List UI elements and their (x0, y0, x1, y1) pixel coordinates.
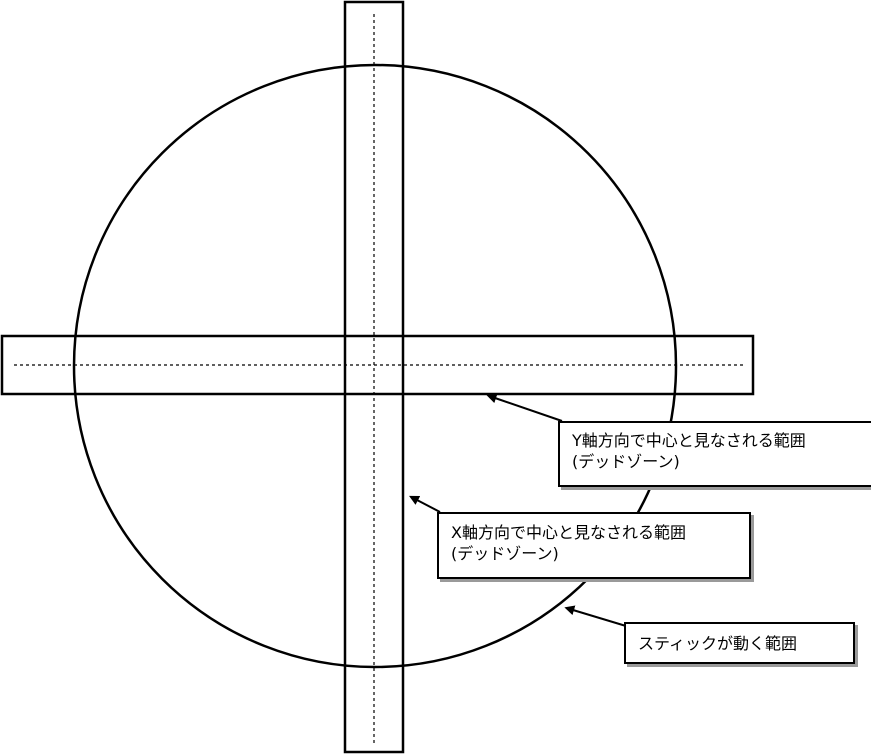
x-deadzone-label-line1: X軸方向で中心と見なされる範囲 (451, 523, 686, 542)
x-deadzone-arrow (409, 495, 441, 513)
y-deadzone-callout: Y軸方向で中心と見なされる範囲 (デッドゾーン) (558, 421, 871, 487)
stick-range-callout: スティックが動く範囲 (624, 622, 855, 664)
y-deadzone-arrow (486, 393, 563, 422)
y-deadzone-band (0, 334, 755, 396)
x-deadzone-band (343, 0, 405, 754)
y-deadzone-label-line2: (デッドゾーン) (572, 452, 680, 471)
stick-range-label: スティックが動く範囲 (638, 634, 798, 653)
stick-range-arrow (564, 605, 627, 627)
y-deadzone-label-line1: Y軸方向で中心と見なされる範囲 (572, 431, 806, 450)
stick-range-circle (72, 63, 678, 669)
x-deadzone-callout: X軸方向で中心と見なされる範囲 (デッドゾーン) (437, 512, 751, 579)
x-deadzone-label-line2: (デッドゾーン) (451, 544, 559, 563)
